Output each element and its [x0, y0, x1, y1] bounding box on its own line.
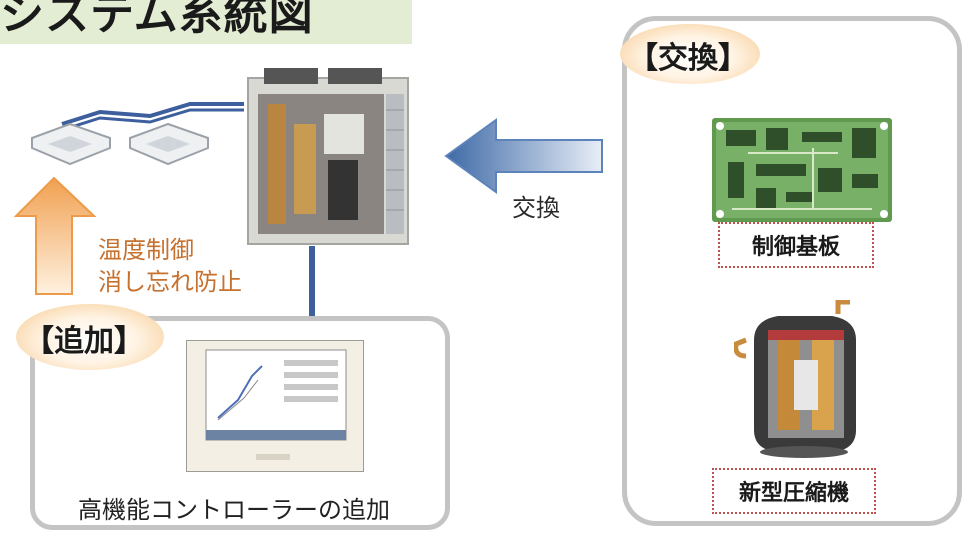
compressor-image: [734, 300, 856, 458]
addition-tag: 【追加】: [24, 324, 144, 359]
controller-image: [186, 340, 364, 472]
addition-tag-oval: [16, 304, 164, 370]
title-banner: システム系統図: [0, 0, 412, 44]
outdoor-unit-image: [247, 68, 409, 245]
benefit-forget-prevention: 消し忘れ防止: [98, 268, 242, 296]
benefit-temperature-control: 温度制御: [98, 236, 194, 264]
benefit-up-arrow: [14, 176, 96, 295]
controller-caption: 高機能コントローラーの追加: [78, 496, 390, 524]
page-title: システム系統図: [0, 0, 314, 40]
exchange-tag-oval: [620, 24, 760, 84]
exchange-arrow-label: 交換: [512, 194, 560, 222]
indoor-unit-1-image: [31, 122, 111, 166]
control-board-label: 制御基板: [718, 222, 874, 268]
indoor-unit-2-image: [129, 122, 209, 166]
control-board-image: [712, 118, 892, 222]
exchange-tag: 【交換】: [628, 41, 748, 76]
compressor-label: 新型圧縮機: [712, 468, 876, 514]
exchange-arrow: [444, 118, 603, 194]
